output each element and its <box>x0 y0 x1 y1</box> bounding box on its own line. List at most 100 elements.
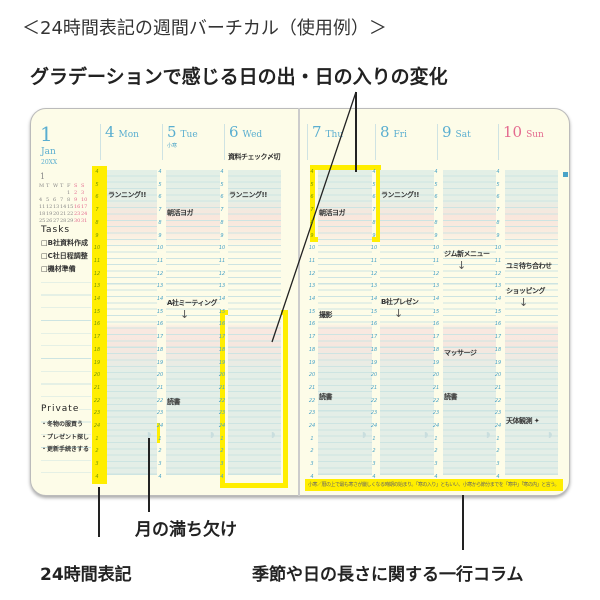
event-item[interactable]: ジム新メニュー <box>444 249 490 258</box>
day-column-sun[interactable] <box>505 170 558 475</box>
calendar-day[interactable]: 14 <box>60 204 67 210</box>
list-item[interactable]: ・更新手続きする <box>41 446 90 453</box>
calendar-day[interactable]: 19 <box>46 211 53 217</box>
event-item[interactable]: 読書 <box>167 398 181 407</box>
calendar-day[interactable] <box>46 190 53 196</box>
hour-label: 11 <box>93 257 101 264</box>
calendar-day[interactable]: 2 <box>74 190 78 196</box>
calendar-day[interactable] <box>60 190 67 196</box>
hour-label: 20 <box>494 372 502 379</box>
day-number: 8 <box>380 123 390 141</box>
moon-phase-icon: ◗ <box>271 430 276 440</box>
day-number: 10 <box>503 123 523 141</box>
list-item[interactable]: □機材準備 <box>41 265 76 273</box>
calendar-day[interactable]: 16 <box>74 204 81 210</box>
hour-label: 17 <box>432 334 440 341</box>
hour-label: 4 <box>220 169 224 175</box>
event-item[interactable]: ランニング!! <box>229 191 267 200</box>
hour-label: 24 <box>370 423 378 429</box>
hour-label: 7 <box>220 207 224 214</box>
arrow-down-icon: ↓ <box>519 295 529 309</box>
calendar-day[interactable]: 13 <box>53 204 60 210</box>
calendar-day[interactable]: 17 <box>81 204 88 210</box>
calendar-day[interactable]: 28 <box>60 218 67 224</box>
event-item[interactable]: マッサージ <box>444 348 477 357</box>
event-item[interactable]: 天体観測 ✦ <box>506 417 540 426</box>
hour-label: 12 <box>494 270 502 277</box>
event-item[interactable]: ショッピング <box>506 286 546 295</box>
calendar-day[interactable]: 31 <box>81 218 88 224</box>
calendar-day[interactable]: 22 <box>67 211 74 217</box>
calendar-day[interactable]: 24 <box>81 211 88 217</box>
event-item[interactable]: 朝活ヨガ <box>167 209 194 218</box>
list-item[interactable]: ・プレゼント探し <box>41 433 90 441</box>
day-column-thu[interactable] <box>318 170 372 475</box>
event-item[interactable]: ランニング!! <box>381 191 419 200</box>
calendar-day[interactable]: 4 <box>39 197 43 203</box>
event-item[interactable]: 読書 <box>319 393 333 402</box>
calendar-day[interactable]: 29 <box>67 218 74 224</box>
event-item[interactable]: 読書 <box>444 393 458 402</box>
calendar-day[interactable]: 27 <box>53 218 60 224</box>
event-item[interactable]: A社ミーティング <box>167 299 218 308</box>
hour-label: 23 <box>93 410 101 417</box>
hour-label: 23 <box>494 410 502 417</box>
event-item[interactable]: ランニング!! <box>108 191 146 200</box>
event-item[interactable]: B社プレゼン <box>381 298 419 306</box>
calendar-day[interactable]: 15 <box>67 204 74 210</box>
calendar-day[interactable]: 30 <box>74 218 81 224</box>
day-column-sat[interactable] <box>443 170 496 475</box>
calendar-day[interactable]: 12 <box>46 204 53 210</box>
event-item[interactable]: 撮影 <box>319 310 333 319</box>
calendar-day[interactable]: 7 <box>60 197 64 203</box>
event-item[interactable]: ユミ待ち合わせ <box>506 262 552 271</box>
calendar-day[interactable]: 10 <box>81 197 88 203</box>
day-column-wed[interactable] <box>228 170 281 475</box>
calendar-day[interactable] <box>53 190 60 196</box>
moon-phase-icon: ◗ <box>548 430 553 440</box>
day-column-fri[interactable] <box>380 170 434 475</box>
list-item[interactable]: ・冬物の服買う <box>41 421 84 428</box>
event-item[interactable]: 朝活ヨガ <box>319 209 346 218</box>
day-column-tue[interactable] <box>166 170 220 475</box>
calendar-day[interactable]: 8 <box>67 197 71 203</box>
calendar-day[interactable]: 5 <box>46 197 50 203</box>
day-number: 7 <box>312 123 322 141</box>
arrow-down-icon: ↓ <box>457 258 467 272</box>
list-item[interactable]: □C社日程調整 <box>41 252 88 260</box>
calendar-day[interactable]: 26 <box>46 218 53 224</box>
hour-label: 19 <box>93 359 101 366</box>
hour-label: 23 <box>156 410 164 417</box>
hour-label: 21 <box>432 384 440 391</box>
hour-label: 17 <box>218 334 226 341</box>
hour-label: 6 <box>95 194 99 201</box>
calendar-day[interactable]: 18 <box>39 211 46 217</box>
calendar-day[interactable]: 6 <box>53 197 57 203</box>
calendar-day[interactable]: 23 <box>74 211 81 217</box>
day-column-mon[interactable] <box>107 170 157 475</box>
calendar-day[interactable]: 1 <box>67 190 71 196</box>
calendar-day[interactable]: 25 <box>39 218 46 224</box>
calendar-day[interactable] <box>39 190 46 196</box>
calendar-day[interactable]: 20 <box>53 211 60 217</box>
hour-label: 18 <box>432 346 440 353</box>
calendar-day[interactable]: 21 <box>60 211 67 217</box>
day-name: Sun <box>526 130 544 140</box>
calendar-day[interactable]: 11 <box>39 204 46 210</box>
list-item[interactable]: □B社資料作成 <box>41 239 88 247</box>
hour-label: 18 <box>93 346 101 353</box>
hour-label: 10 <box>93 245 101 252</box>
calendar-day[interactable]: 3 <box>81 190 85 196</box>
hour-label: 6 <box>496 194 500 201</box>
hour-label: 18 <box>308 346 316 353</box>
moon-phase-icon: ◗ <box>424 430 429 440</box>
calendar-day[interactable]: 9 <box>74 197 78 203</box>
